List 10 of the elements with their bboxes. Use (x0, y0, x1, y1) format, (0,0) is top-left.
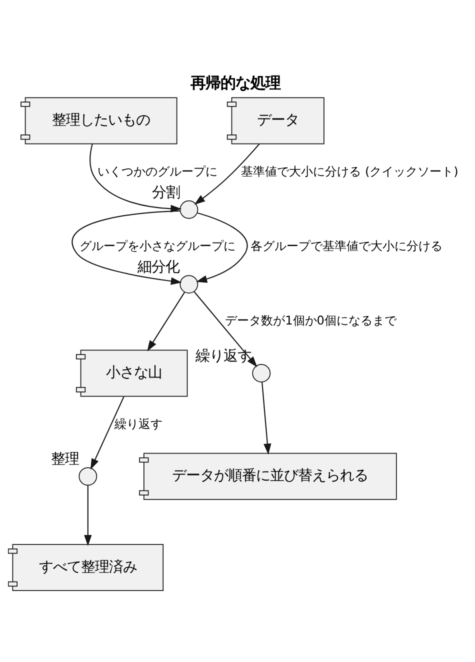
edge-label: いくつかのグループに (98, 164, 218, 178)
diagram-title: 再帰的な処理 (190, 73, 280, 92)
node-label: 整理 (50, 451, 79, 468)
edge-label: 繰り返す (114, 416, 162, 430)
edge-label: グループを小さなグループに (80, 238, 236, 253)
edge-label: 基準値で大小に分ける (クイックソート) (241, 164, 458, 178)
edge-label: 各グループで基準値で大小に分ける (250, 238, 442, 253)
node-label: 細分化 (138, 259, 180, 276)
edge-label: データ数が1個か0個になるまで (225, 313, 396, 328)
node-label: 分割 (152, 184, 180, 200)
